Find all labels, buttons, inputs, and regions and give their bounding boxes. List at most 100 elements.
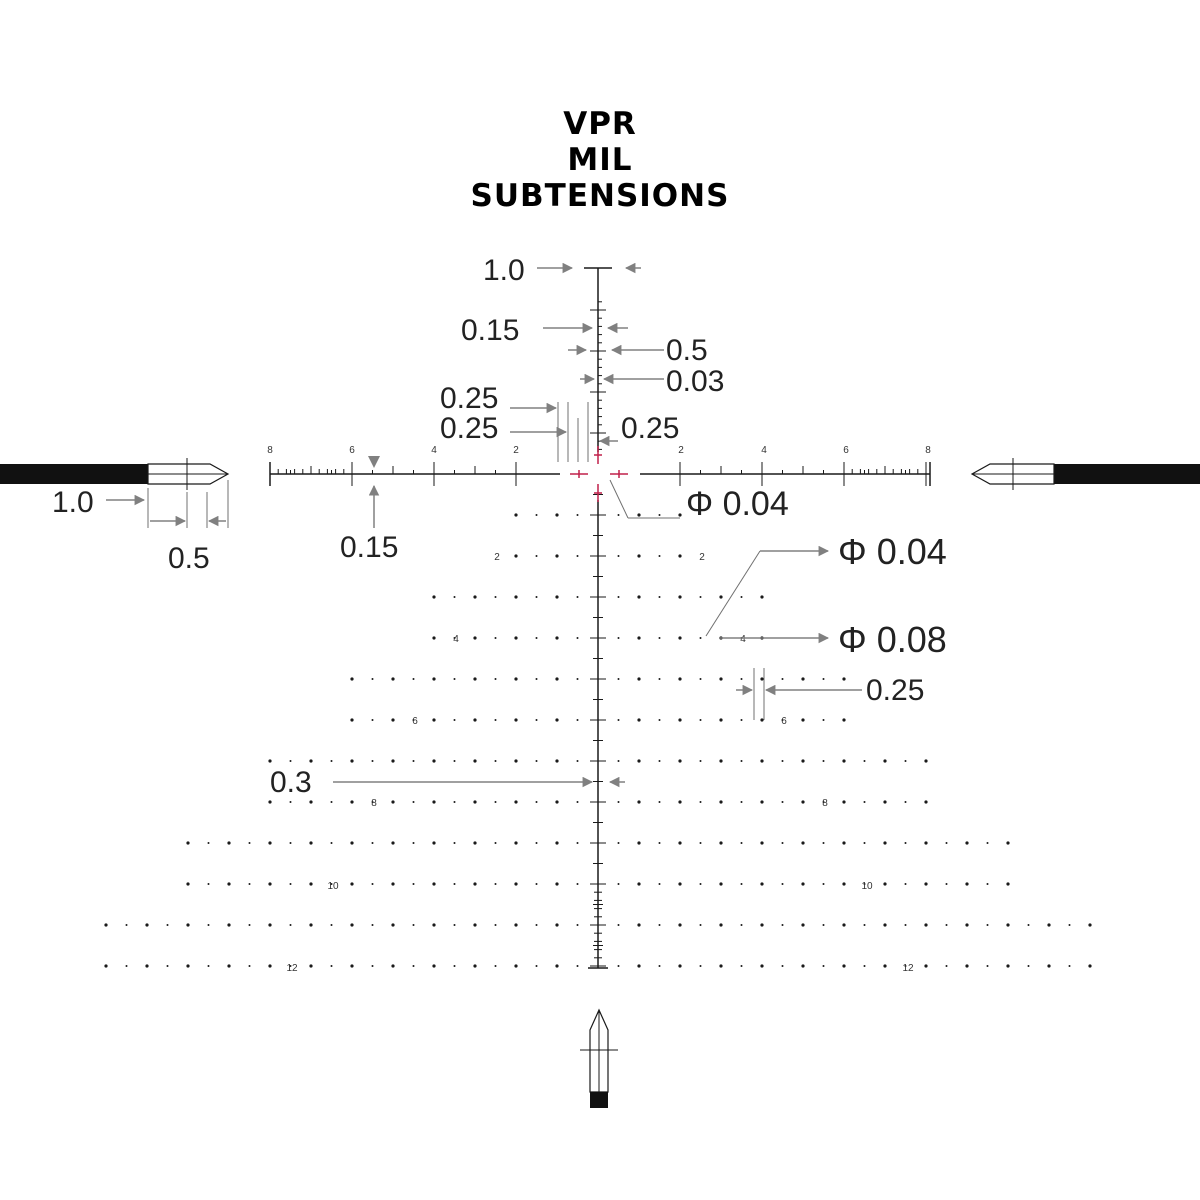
label-vertical-hash-length: 0.15	[461, 314, 519, 347]
tree-dot	[227, 882, 231, 886]
tree-dot	[699, 719, 702, 721]
tree-dot	[658, 514, 661, 516]
tree-dot	[350, 923, 354, 927]
tree-dot	[924, 800, 928, 804]
tree-dot	[412, 924, 415, 926]
tree-dot	[719, 800, 723, 804]
tree-dot	[104, 923, 108, 927]
tree-dot	[432, 964, 436, 968]
tree-dot	[637, 964, 641, 968]
tree-dot	[904, 883, 907, 885]
tree-dot	[658, 760, 661, 762]
tree-dot	[576, 760, 579, 762]
tree-dot	[473, 595, 477, 599]
tree-dot	[268, 800, 272, 804]
tree-dot	[678, 595, 682, 599]
tree-dot	[801, 923, 805, 927]
tree-dot	[432, 718, 436, 722]
tree-dot	[494, 924, 497, 926]
tree-dot	[699, 965, 702, 967]
tree-dot	[801, 718, 805, 722]
tree-dot	[432, 923, 436, 927]
tree-dot	[658, 801, 661, 803]
tree-dot	[576, 924, 579, 926]
h-label-right-4: 4	[761, 445, 767, 456]
tree-dot	[514, 923, 518, 927]
label-large-dot: Φ 0.08	[838, 619, 947, 660]
tree-dot	[617, 965, 620, 967]
tree-dot	[535, 719, 538, 721]
tree-dot	[371, 883, 374, 885]
tree-dot	[248, 842, 251, 844]
center-cross-icon	[570, 446, 628, 502]
tree-dot	[863, 883, 866, 885]
tree-dot	[637, 677, 641, 681]
tree-dot	[453, 924, 456, 926]
tree-dot	[1006, 964, 1010, 968]
tree-dot	[555, 759, 559, 763]
tree-dot	[207, 965, 210, 967]
tree-dot	[432, 882, 436, 886]
tree-dot	[330, 924, 333, 926]
tree-dot	[617, 555, 620, 557]
tree-dot	[289, 760, 292, 762]
tree-dot	[432, 677, 436, 681]
tree-dot	[555, 718, 559, 722]
tree-dot	[576, 596, 579, 598]
holdover-tree	[104, 513, 1092, 968]
tree-dot	[207, 883, 210, 885]
tree-dot	[412, 842, 415, 844]
tree-dot	[555, 677, 559, 681]
tree-dot	[207, 924, 210, 926]
tree-dot	[719, 595, 723, 599]
tree-dot	[248, 883, 251, 885]
tree-dot	[514, 882, 518, 886]
tree-dot	[781, 883, 784, 885]
tree-dot	[494, 719, 497, 721]
tree-dot	[330, 883, 333, 885]
tree-dot	[924, 964, 928, 968]
tree-dot	[699, 842, 702, 844]
tree-dot	[227, 923, 231, 927]
tree-dot	[473, 718, 477, 722]
tree-dot	[289, 883, 292, 885]
tree-dot	[842, 759, 846, 763]
label-post-tip: 0.5	[168, 542, 210, 575]
tree-dot	[350, 882, 354, 886]
tree-dot	[412, 719, 415, 721]
tree-dot	[637, 513, 641, 517]
tree-dot	[145, 923, 149, 927]
tree-dot	[453, 719, 456, 721]
tree-dot	[924, 841, 928, 845]
vertical-scale-ticks	[590, 301, 606, 967]
title-block: VPR MIL SUBTENSIONS	[0, 106, 1200, 214]
tree-dot	[391, 841, 395, 845]
tree-dot	[453, 637, 456, 639]
vertical-crosshair	[584, 267, 612, 969]
tree-dot	[125, 965, 128, 967]
tree-label-4-left: 4	[453, 634, 459, 645]
tree-dot	[309, 841, 313, 845]
tree-dot	[350, 841, 354, 845]
tree-dot	[1027, 924, 1030, 926]
tree-dot	[371, 760, 374, 762]
tree-dot	[391, 800, 395, 804]
tree-dot	[412, 965, 415, 967]
tree-dot	[617, 596, 620, 598]
tree-dot	[248, 965, 251, 967]
tree-dot	[1047, 923, 1051, 927]
tree-dot	[166, 965, 169, 967]
tree-dot	[330, 801, 333, 803]
tree-dot	[699, 678, 702, 680]
tree-dot	[555, 636, 559, 640]
tree-dot	[186, 964, 190, 968]
tree-dot	[473, 636, 477, 640]
tree-dot	[350, 677, 354, 681]
tree-dot	[740, 965, 743, 967]
tree-dot	[904, 801, 907, 803]
tree-dot	[371, 924, 374, 926]
tree-dot	[391, 964, 395, 968]
tree-dot	[945, 842, 948, 844]
tree-dot	[740, 719, 743, 721]
